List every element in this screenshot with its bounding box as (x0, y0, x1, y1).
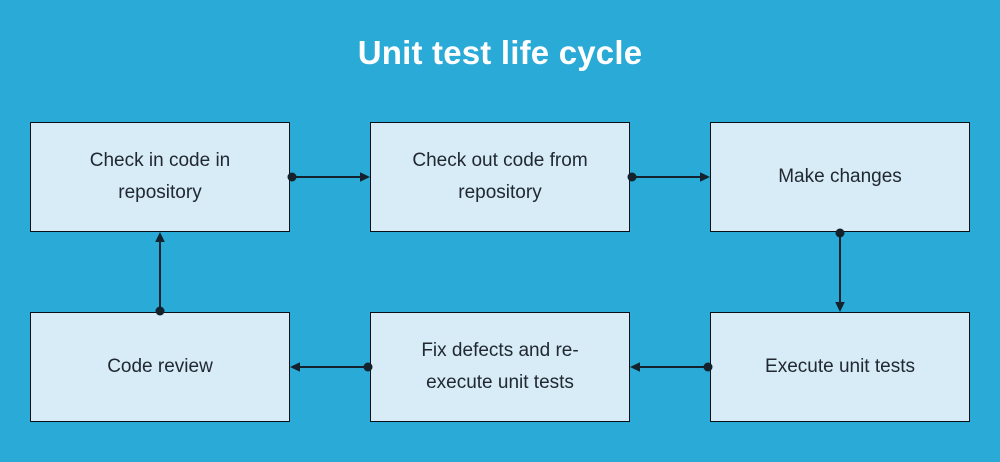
node-fix-defects-label: Fix defects and re-execute unit tests (421, 340, 579, 393)
diagram-title: Unit test life cycle (357, 34, 643, 71)
node-check-out-code-label: Check out code from repository (412, 150, 588, 203)
arrow-check-in-to-check-out (287, 172, 370, 182)
arrow-check-out-to-make-changes (627, 172, 710, 182)
node-execute-unit-tests: Execute unit tests (710, 312, 970, 422)
node-check-in-code: Check in code in repository (30, 122, 290, 232)
arrow-code-review-to-check-in (155, 232, 165, 316)
arrow-execute-tests-to-fix-defects (630, 362, 713, 372)
node-make-changes-label: Make changes (778, 166, 902, 187)
node-code-review: Code review (30, 312, 290, 422)
node-fix-defects: Fix defects and re-execute unit tests (370, 312, 630, 422)
node-make-changes: Make changes (710, 122, 970, 232)
arrow-make-changes-to-execute-tests (835, 228, 845, 312)
arrow-fix-defects-to-code-review (290, 362, 373, 372)
node-check-out-code: Check out code from repository (370, 122, 630, 232)
node-execute-unit-tests-label: Execute unit tests (765, 356, 915, 377)
node-check-in-code-label: Check in code in repository (89, 150, 231, 203)
node-code-review-label: Code review (107, 356, 213, 377)
